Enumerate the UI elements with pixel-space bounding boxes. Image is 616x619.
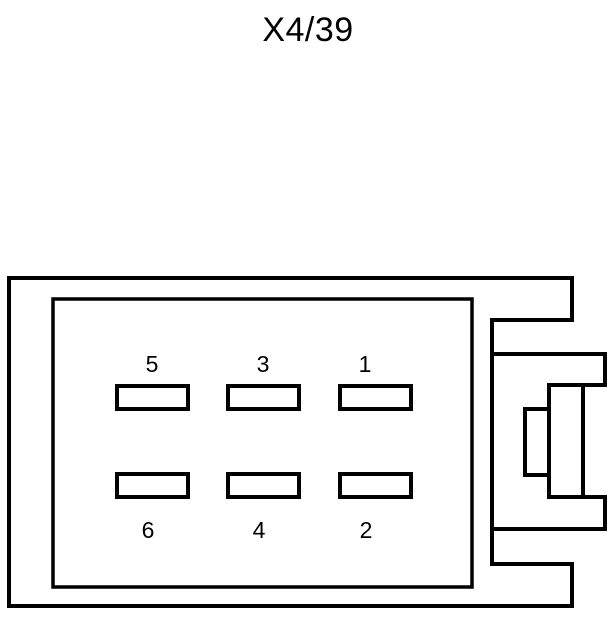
connector-outer-shell — [7, 276, 574, 608]
pin-cavity-4[interactable] — [226, 472, 301, 499]
pin-label-2: 2 — [360, 517, 373, 543]
pin-label-5: 5 — [146, 351, 159, 377]
pin-cavity-6[interactable] — [115, 472, 190, 499]
pin-cavity-5[interactable] — [115, 384, 190, 411]
pin-label-1: 1 — [359, 351, 372, 377]
latch-main-block — [547, 383, 585, 499]
pin-cavity-2[interactable] — [338, 472, 413, 499]
pin-label-6: 6 — [142, 517, 155, 543]
latch-outer-step — [492, 352, 607, 387]
pin-label-4: 4 — [253, 517, 266, 543]
pin-label-3: 3 — [257, 351, 270, 377]
latch-inner-tab — [523, 407, 551, 477]
page-title: X4/39 — [262, 11, 354, 49]
pin-cavity-1[interactable] — [338, 384, 413, 411]
pin-cavity-3[interactable] — [226, 384, 301, 411]
connector-inner-frame — [51, 297, 474, 589]
latch-outer-step-lower — [492, 495, 607, 531]
